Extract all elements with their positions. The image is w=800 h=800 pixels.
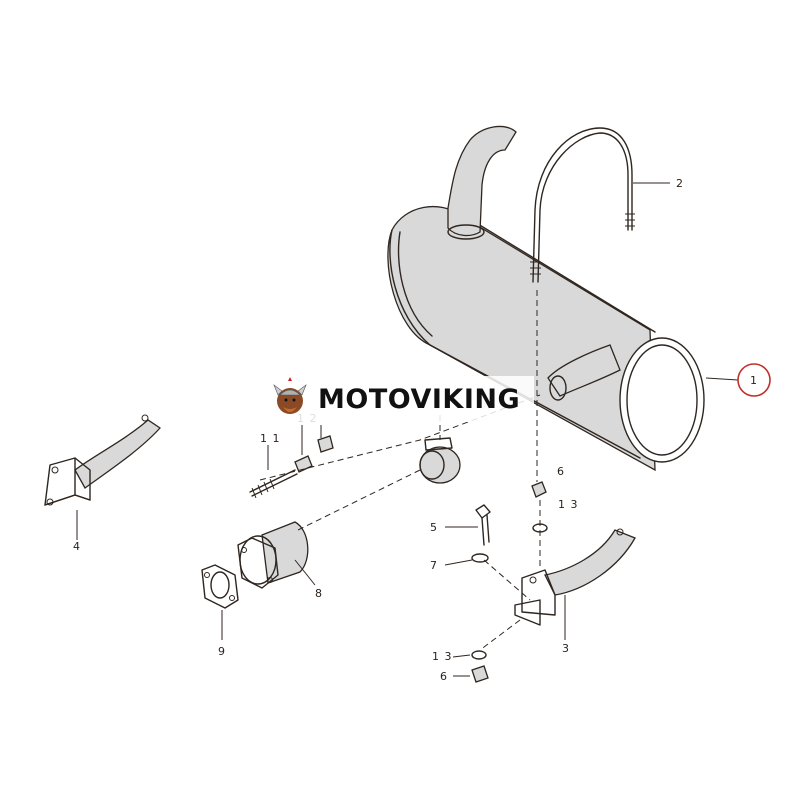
- viking-logo-icon: [273, 377, 307, 414]
- highlight-circle: [737, 363, 771, 397]
- part-label-11: 1 1: [260, 432, 281, 445]
- brand-watermark: MOTOVIKING: [262, 376, 534, 422]
- part-label-8: 8: [315, 587, 323, 600]
- assembly-lines: [259, 290, 541, 651]
- part-label-7: 7: [430, 559, 438, 572]
- stud-and-nuts: [249, 435, 334, 499]
- brand-name: MOTOVIKING: [318, 383, 521, 415]
- muffler-body: [387, 125, 705, 472]
- flange-pipe: [237, 521, 309, 589]
- u-bolt: [530, 127, 635, 283]
- part-label-4: 4: [73, 540, 81, 553]
- gasket: [201, 564, 239, 609]
- part-label-13a: 1 3: [558, 498, 579, 511]
- leader-lines: [76, 182, 739, 677]
- bracket-right: [514, 528, 636, 626]
- part-label-6b: 6: [440, 670, 448, 683]
- bracket-left: [44, 414, 161, 506]
- part-label-13b: 1 3: [432, 650, 453, 663]
- part-label-1: 1: [750, 374, 758, 387]
- pipe-clamp: [419, 437, 461, 484]
- fasteners-right: [471, 481, 548, 683]
- part-label-2: 2: [676, 177, 684, 190]
- part-label-9: 9: [218, 645, 226, 658]
- part-label-5: 5: [430, 521, 438, 534]
- part-label-6a: 6: [557, 465, 565, 478]
- part-label-3: 3: [562, 642, 570, 655]
